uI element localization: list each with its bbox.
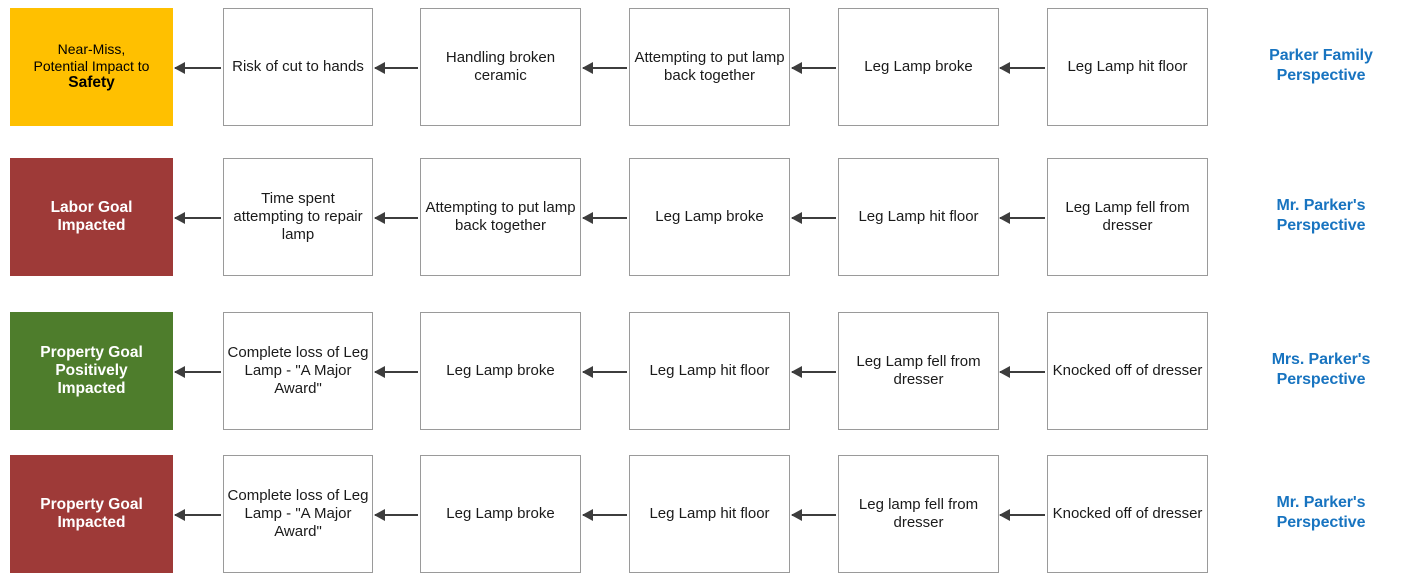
causal-arrow-left [374, 509, 418, 521]
event-step-box[interactable]: Attempting to put lamp back together [629, 8, 790, 126]
causal-arrow-left [999, 62, 1045, 74]
event-step-box[interactable]: Leg Lamp hit floor [629, 312, 790, 430]
event-step-box[interactable]: Risk of cut to hands [223, 8, 373, 126]
event-step-label: Leg Lamp hit floor [858, 208, 979, 225]
outcome-line: Impacted [57, 514, 126, 531]
event-step-box[interactable]: Leg Lamp broke [420, 312, 581, 430]
outcome-emphasis: Safety [68, 74, 115, 92]
outcome-line: Property Goal [40, 343, 143, 361]
perspective-label-line: Mr. Parker's [1276, 197, 1366, 214]
event-step-label: Leg Lamp fell from dresser [1065, 199, 1190, 234]
event-step-label: Complete loss of Leg Lamp - "A Major Awa… [227, 487, 369, 540]
outcome-line: Property Goal [40, 495, 143, 513]
event-step-box[interactable]: Knocked off of dresser [1047, 312, 1208, 430]
event-step-box[interactable]: Knocked off of dresser [1047, 455, 1208, 573]
event-step-label: Leg lamp fell from dresser [858, 496, 979, 531]
event-step-label: Knocked off of dresser [1052, 362, 1203, 379]
event-step-label: Leg Lamp broke [446, 505, 555, 522]
event-step-label: Complete loss of Leg Lamp - "A Major Awa… [227, 344, 369, 397]
outcome-line: Near-Miss, [57, 41, 126, 58]
event-step-label: Attempting to put lamp back together [634, 49, 785, 84]
causal-arrow-left [791, 212, 836, 224]
event-step-label: Leg Lamp hit floor [1067, 58, 1188, 75]
causal-arrow-left [174, 509, 221, 521]
event-step-label: Handling broken ceramic [445, 49, 556, 84]
perspective-label-line: Parker Family [1269, 47, 1373, 64]
causal-arrow-left [374, 62, 418, 74]
causal-arrow-left [174, 62, 221, 74]
causal-arrow-left [582, 366, 627, 378]
perspective-label-line: Perspective [1276, 67, 1366, 84]
outcome-line: Impacted [57, 217, 126, 234]
causal-arrow-left [791, 366, 836, 378]
perspective-label-line: Perspective [1276, 217, 1366, 234]
event-step-label: Leg Lamp fell from dresser [856, 353, 981, 388]
event-step-label: Leg Lamp broke [655, 208, 764, 225]
event-step-label: Leg Lamp broke [864, 58, 973, 75]
event-step-box[interactable]: Leg Lamp broke [838, 8, 999, 126]
perspective-label-line: Perspective [1276, 371, 1366, 388]
event-step-box[interactable]: Handling broken ceramic [420, 8, 581, 126]
causal-arrow-left [582, 212, 627, 224]
causal-arrow-left [374, 366, 418, 378]
causal-arrow-left [174, 366, 221, 378]
event-step-box[interactable]: Complete loss of Leg Lamp - "A Major Awa… [223, 312, 373, 430]
event-step-box[interactable]: Time spent attempting to repair lamp [223, 158, 373, 276]
perspective-label-line: Mrs. Parker's [1271, 351, 1371, 368]
causal-arrow-left [582, 62, 627, 74]
perspective-label-line: Mr. Parker's [1276, 494, 1366, 511]
causal-arrow-left [374, 212, 418, 224]
causal-arrow-left [999, 366, 1045, 378]
event-step-label: Leg Lamp broke [446, 362, 555, 379]
event-step-box[interactable]: Leg Lamp broke [629, 158, 790, 276]
event-step-box[interactable]: Leg Lamp broke [420, 455, 581, 573]
event-step-box[interactable]: Leg Lamp hit floor [629, 455, 790, 573]
event-step-box[interactable]: Leg Lamp fell from dresser [1047, 158, 1208, 276]
event-step-label: Leg Lamp hit floor [649, 505, 770, 522]
causal-arrow-left [582, 509, 627, 521]
event-step-box[interactable]: Complete loss of Leg Lamp - "A Major Awa… [223, 455, 373, 573]
event-step-box[interactable]: Attempting to put lamp back together [420, 158, 581, 276]
event-step-label: Leg Lamp hit floor [649, 362, 770, 379]
outcome-line: Positively [55, 361, 128, 379]
outcome-line: Potential Impact to [33, 57, 150, 74]
causal-arrow-left [791, 509, 836, 521]
event-step-label: Risk of cut to hands [232, 58, 364, 75]
causal-arrow-left [174, 212, 221, 224]
causal-arrow-left [791, 62, 836, 74]
event-step-label: Attempting to put lamp back together [425, 199, 576, 234]
event-step-label: Knocked off of dresser [1052, 505, 1203, 522]
event-step-box[interactable]: Leg Lamp hit floor [1047, 8, 1208, 126]
event-step-label: Time spent attempting to repair lamp [233, 190, 363, 243]
perspective-label-line: Perspective [1276, 514, 1366, 531]
outcome-line: Impacted [57, 380, 126, 398]
outcome-line: Labor Goal [50, 198, 133, 216]
event-step-box[interactable]: Leg Lamp fell from dresser [838, 312, 999, 430]
event-step-box[interactable]: Leg Lamp hit floor [838, 158, 999, 276]
causal-arrow-left [999, 509, 1045, 521]
event-step-box[interactable]: Leg lamp fell from dresser [838, 455, 999, 573]
causal-arrow-left [999, 212, 1045, 224]
